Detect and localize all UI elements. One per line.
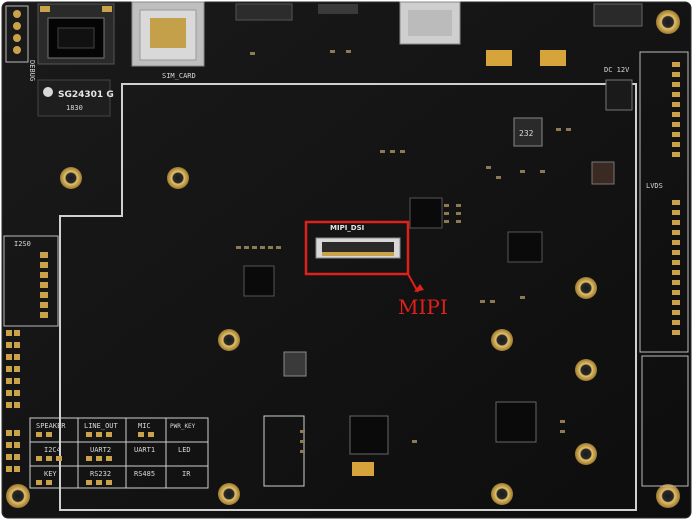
i2s-label: I2S0 (14, 240, 31, 248)
debug-label: DEBUG (28, 60, 36, 81)
sim-card-slot: SIM_CARD (131, 1, 205, 80)
smd-passives (236, 50, 571, 453)
ic-chip (409, 197, 443, 229)
ir-label: IR (182, 470, 191, 478)
ethernet-jack (37, 3, 115, 65)
callout-label: MIPI (398, 295, 448, 319)
silk-outline (59, 83, 637, 511)
ic-chip (243, 265, 275, 297)
right-edge-header: LVDS (639, 51, 689, 487)
mount-hole (575, 443, 597, 465)
speaker-label: SPEAKER (36, 422, 66, 430)
inductor: 232 (513, 117, 543, 147)
usb-port (399, 1, 461, 45)
inductor (591, 161, 615, 185)
ethernet-transformer: SG24301 G 1830 (37, 79, 114, 117)
mipi-callout: MIPI (304, 220, 448, 319)
line-out-label: LINE_OUT (84, 422, 119, 430)
mount-hole (218, 329, 240, 351)
dc-in-label: DC 12V (604, 66, 630, 74)
ethernet-ic-code: 1830 (66, 104, 83, 112)
dc-jack: DC 12V (593, 3, 643, 74)
rs485-label: RS485 (134, 470, 155, 478)
tan-capacitor-1 (486, 50, 512, 66)
top-connector-1 (235, 3, 293, 21)
i2s-header: I2S0 (3, 235, 59, 327)
led-label: LED (178, 446, 191, 454)
ic-mark-label: 232 (519, 129, 534, 138)
tan-capacitor-2 (540, 50, 566, 66)
ic-chip (349, 415, 389, 455)
debug-header: DEBUG (5, 5, 36, 81)
inductor (283, 351, 307, 377)
rs232-label: RS232 (90, 470, 111, 478)
ethernet-ic-label: SG24301 G (58, 90, 114, 100)
lvds-label: LVDS (646, 182, 663, 190)
mount-hole (656, 484, 680, 508)
callout-box (304, 220, 410, 276)
mount-hole (167, 167, 189, 189)
ic-chip (605, 79, 633, 111)
mipi-dsi-connector: MIPI_DSI (315, 224, 401, 259)
crystal (352, 462, 374, 476)
mount-hole (656, 10, 680, 34)
key-label: KEY (44, 470, 57, 478)
mic-label: MIC (138, 422, 151, 430)
mount-hole (491, 329, 513, 351)
uart2-label: UART2 (90, 446, 111, 454)
mount-hole (575, 359, 597, 381)
uart1-label: UART1 (134, 446, 155, 454)
mount-hole (218, 483, 240, 505)
left-pin-header (6, 330, 20, 472)
i2c4-label: I2C4 (44, 446, 61, 454)
mount-hole (575, 277, 597, 299)
bottom-header-grid: SPEAKER LINE_OUT MIC PWR_KEY I2C4 UART2 … (29, 417, 209, 489)
mount-hole (491, 483, 513, 505)
mount-hole (60, 167, 82, 189)
callout-arrowhead (414, 284, 424, 292)
mount-hole (6, 484, 30, 508)
top-connector-2 (318, 4, 358, 14)
sim-card-label: SIM_CARD (162, 72, 196, 80)
ic-chip (495, 401, 537, 443)
mipi-dsi-label: MIPI_DSI (330, 224, 364, 232)
ic-chip (507, 231, 543, 263)
pwr-key-label: PWR_KEY (170, 423, 196, 430)
